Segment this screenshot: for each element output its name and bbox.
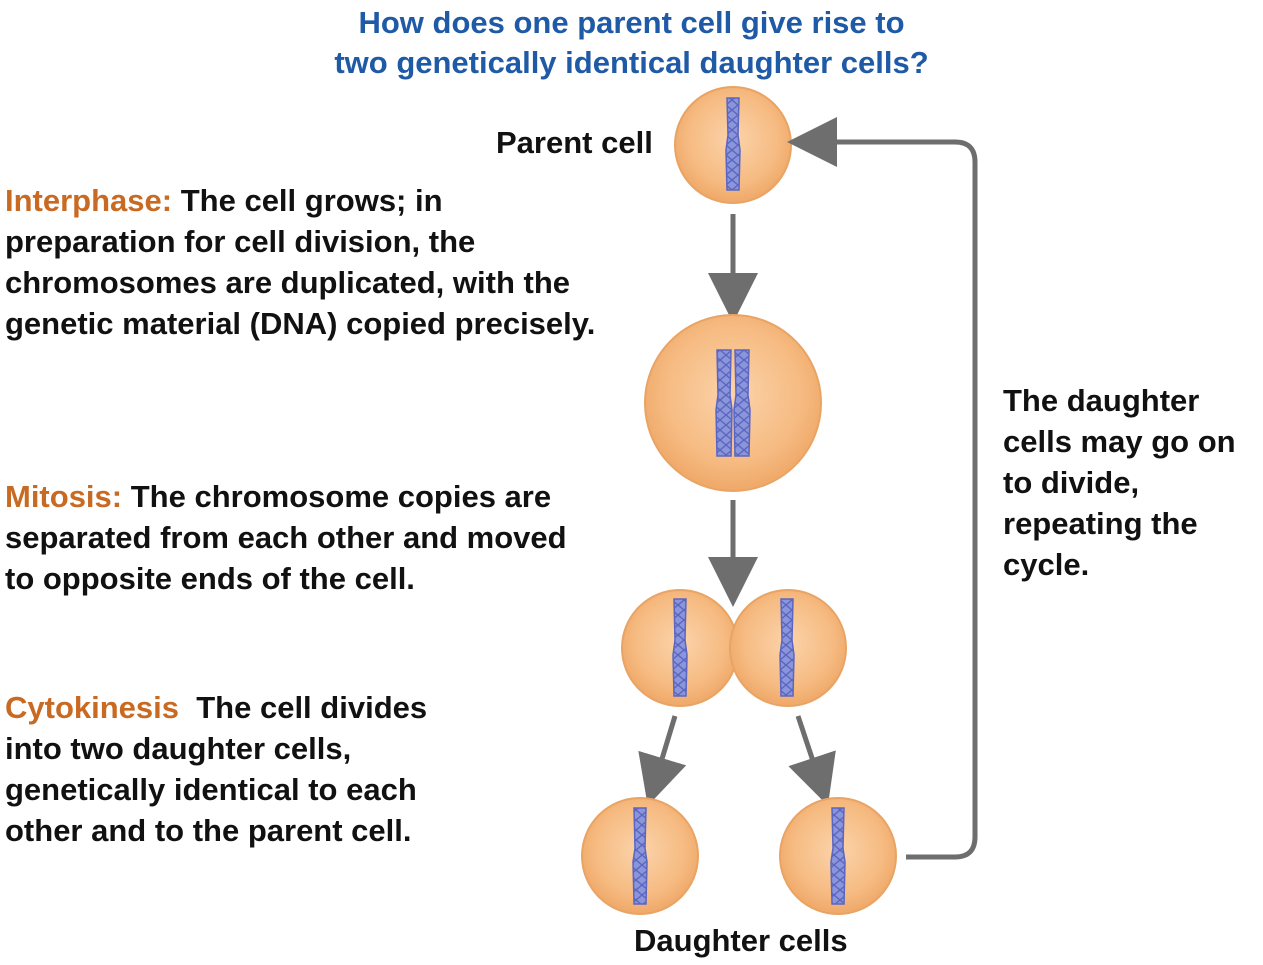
interphase-line-1: The cell grows; in (172, 183, 443, 218)
cytokinesis-term: Cytokinesis (5, 690, 180, 725)
chromatid-right (733, 349, 751, 457)
question-line-1: How does one parent cell give rise to (358, 5, 905, 40)
daughter-cells-label: Daughter cells (634, 923, 848, 958)
question-line-2: two genetically identical daughter cells… (334, 45, 929, 80)
cycle-note-line-3: to divide, (1003, 465, 1140, 500)
dividing-cell (621, 589, 847, 707)
mitosis-line-1: The chromosome copies are (122, 479, 552, 514)
arrow-to-daughter-left (638, 715, 687, 806)
duplicated-cell (644, 314, 822, 492)
mitosis-line-3: to opposite ends of the cell. (5, 561, 415, 596)
interphase-line-2: preparation for cell division, the (5, 224, 476, 259)
parent-cell (674, 86, 792, 204)
interphase-line-3: chromosomes are duplicated, with the (5, 265, 571, 300)
mitosis-line-2: separated from each other and moved (5, 520, 567, 555)
arrow-to-daughter-right (788, 715, 836, 806)
interphase-term: Interphase: (5, 183, 173, 218)
daughter-cell-left (581, 797, 699, 915)
cycle-note-line-2: cells may go on (1003, 424, 1236, 459)
cytokinesis-line-2: into two daughter cells, (5, 731, 352, 766)
dividing-chromosome-right (779, 598, 795, 697)
daughter-cell-right (779, 797, 897, 915)
cycle-return-arrow (787, 117, 978, 860)
cycle-note-line-1: The daughter (1003, 383, 1200, 418)
chromatid-left (715, 349, 733, 457)
cytokinesis-line-4: other and to the parent cell. (5, 813, 412, 848)
interphase-line-4: genetic material (DNA) copied precisely. (5, 306, 596, 341)
dividing-chromosome-left (672, 598, 688, 697)
cytokinesis-line-3: genetically identical to each (5, 772, 417, 807)
parent-chromosome (725, 97, 741, 191)
cycle-note-line-5: cycle. (1003, 547, 1090, 582)
cytokinesis-line-1: The cell divides (179, 690, 428, 725)
parent-cell-label: Parent cell (496, 125, 653, 160)
cycle-note-line-4: repeating the (1003, 506, 1198, 541)
mitosis-term: Mitosis: (5, 479, 123, 514)
